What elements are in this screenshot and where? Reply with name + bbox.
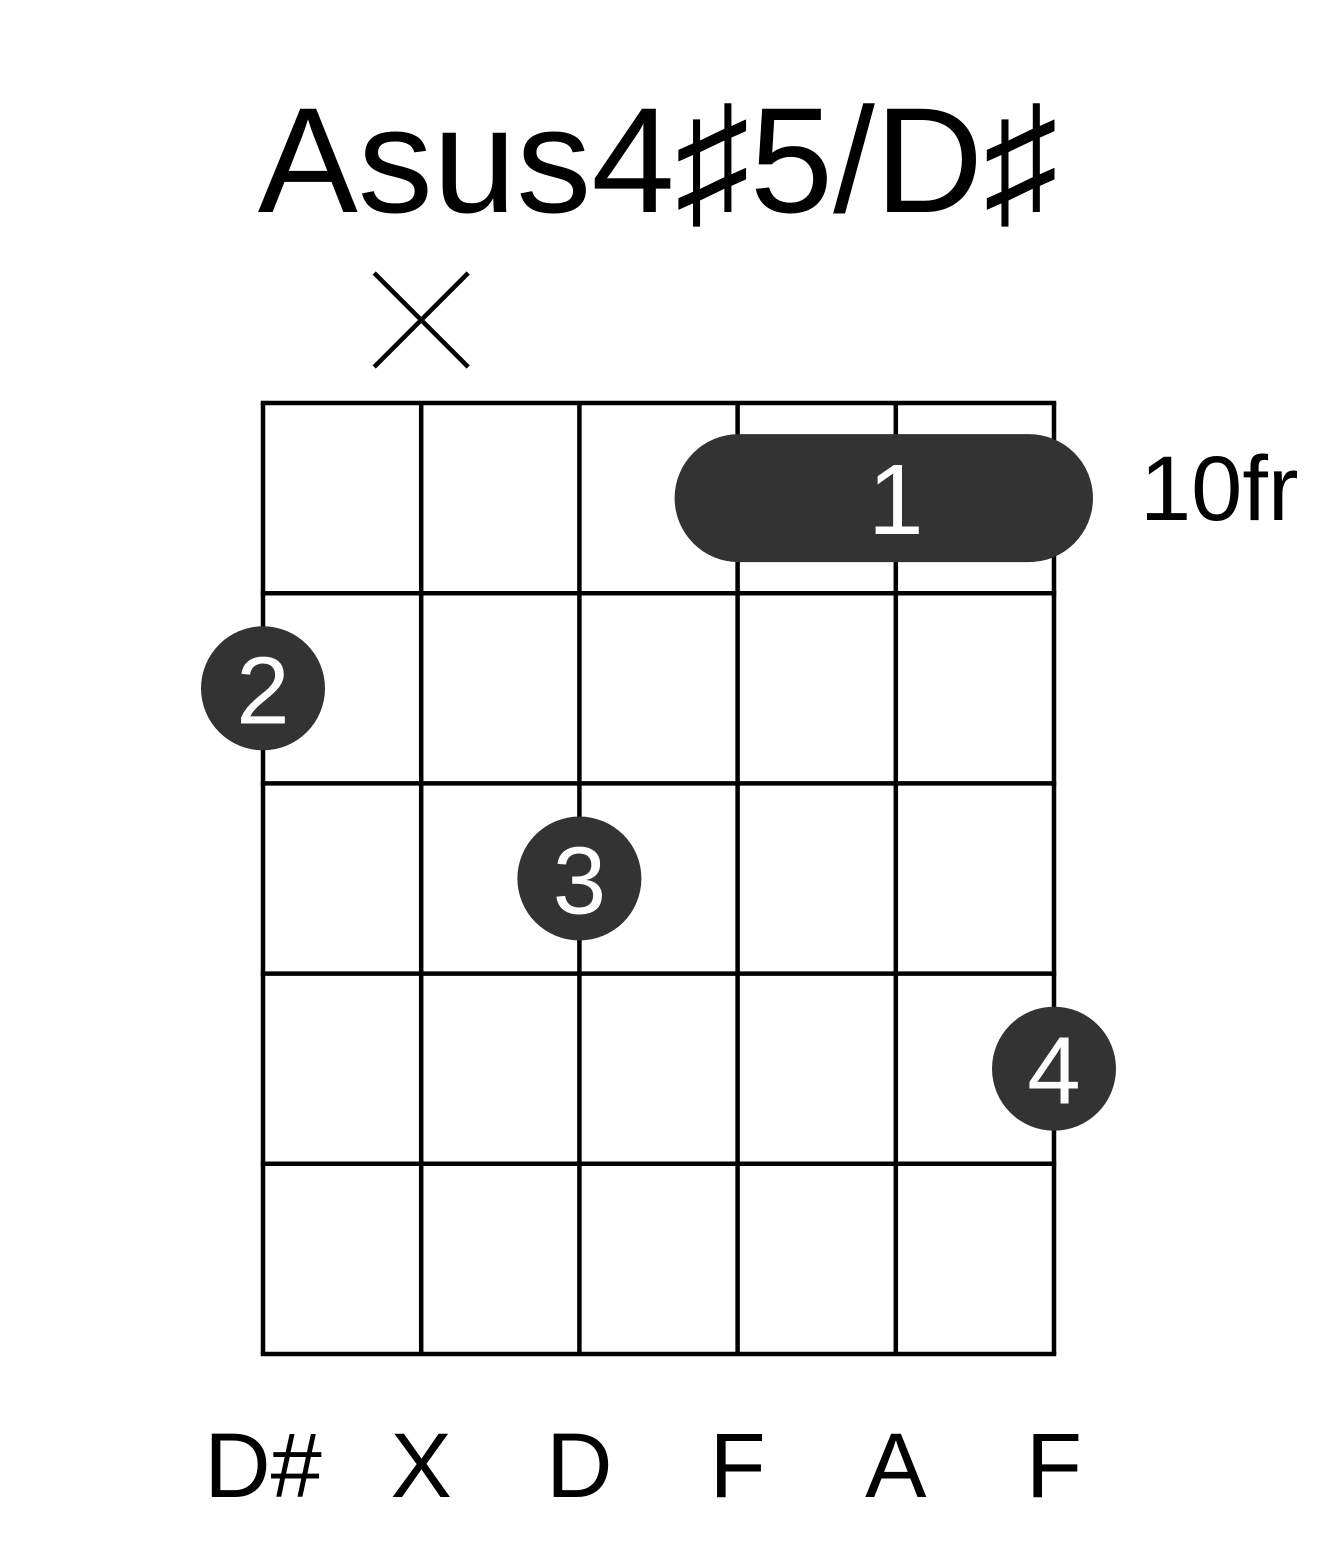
muted-x-stroke-b — [372, 271, 470, 369]
fretboard-grid — [260, 400, 1057, 1357]
finger-dot: 2 — [201, 626, 325, 751]
finger-number: 3 — [553, 828, 606, 935]
finger-dot: 3 — [517, 816, 642, 941]
barre-finger-label: 1 — [868, 444, 924, 556]
finger-number: 2 — [236, 637, 289, 744]
string-note-label: F — [1026, 1415, 1082, 1517]
string-note-label: F — [709, 1415, 765, 1517]
barre-group: 1 — [674, 434, 1093, 563]
string-note-label: A — [865, 1415, 927, 1517]
finger-dot: 4 — [992, 1006, 1116, 1131]
barre — [674, 434, 1093, 563]
finger-dot-circle — [517, 816, 642, 941]
finger-dots: 2 3 4 — [201, 626, 1116, 1131]
string-note-label: D# — [204, 1415, 322, 1517]
muted-string-x-icon — [372, 271, 470, 369]
finger-dot-circle — [201, 626, 325, 751]
muted-strings — [372, 271, 470, 369]
string-note-label: X — [391, 1415, 452, 1517]
base-fret-label: 10fr — [1140, 438, 1299, 540]
chord-title: Asus4♯5/D♯ — [258, 76, 1058, 244]
string-note-label: D — [546, 1415, 612, 1517]
finger-number: 4 — [1027, 1018, 1080, 1125]
finger-dot-circle — [992, 1006, 1116, 1131]
